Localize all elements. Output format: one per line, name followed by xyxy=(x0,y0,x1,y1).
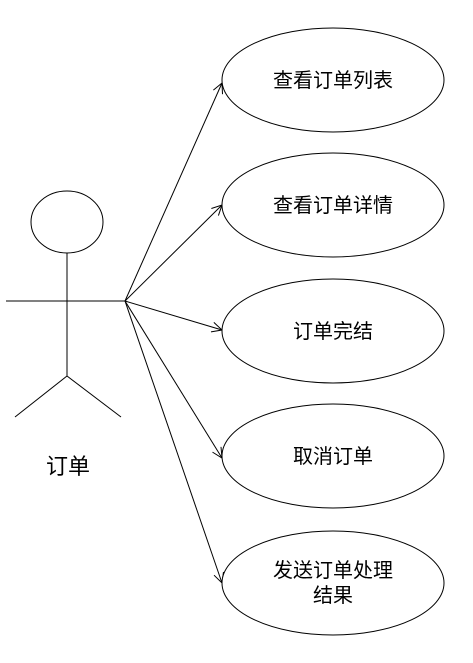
use-case-1: 查看订单列表 xyxy=(221,27,445,133)
use-case-label: 订单完结 xyxy=(293,319,373,343)
actor: 订单 xyxy=(6,190,125,480)
association-arrow xyxy=(124,205,222,302)
use-case-ellipse xyxy=(221,530,445,636)
actor-right-leg xyxy=(66,375,122,418)
association-arrow xyxy=(124,300,222,458)
use-case-label-line-1: 发送订单处理 xyxy=(273,558,393,582)
use-case-5: 发送订单处理 结果 xyxy=(221,530,445,636)
actor-name: 订单 xyxy=(46,455,90,480)
use-case-4: 取消订单 xyxy=(221,403,445,509)
actor-left-leg xyxy=(14,375,68,418)
use-case-ellipse xyxy=(221,27,445,133)
use-case-3: 订单完结 xyxy=(221,278,445,384)
association-arrow xyxy=(124,83,222,302)
use-case-2: 查看订单详情 xyxy=(221,152,445,258)
use-case-label-line-2: 结果 xyxy=(313,583,353,607)
use-case-ellipse xyxy=(221,278,445,384)
use-case-label: 查看订单列表 xyxy=(273,68,393,92)
use-case-ellipse xyxy=(221,152,445,258)
use-case-label: 查看订单详情 xyxy=(273,193,393,217)
association-arrow xyxy=(124,300,222,330)
use-case-ellipse xyxy=(221,403,445,509)
associations xyxy=(124,83,222,583)
use-case-label: 取消订单 xyxy=(293,444,373,468)
actor-head xyxy=(30,190,104,254)
association-arrow xyxy=(124,300,222,583)
